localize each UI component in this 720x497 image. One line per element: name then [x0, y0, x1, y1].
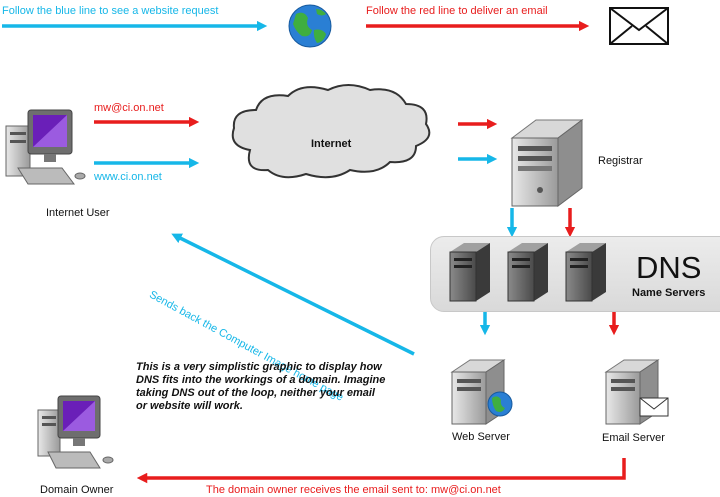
- user-email-label: mw@ci.on.net: [94, 102, 164, 114]
- legend-red-text: Follow the red line to deliver an email: [366, 5, 548, 17]
- legend-blue-text: Follow the blue line to see a website re…: [2, 5, 219, 17]
- envelope-icon: [609, 7, 669, 45]
- user-computer-icon: [5, 109, 86, 185]
- owner-computer-icon: [37, 395, 114, 469]
- internet-user-label: Internet User: [46, 207, 110, 219]
- registrar-server-icon: [510, 119, 584, 207]
- email-server-icon: [604, 359, 669, 425]
- registrar-label: Registrar: [598, 155, 643, 167]
- web-server-icon: [450, 359, 513, 425]
- internet-cloud: [231, 84, 431, 179]
- dns-subtitle: Name Servers: [632, 287, 706, 299]
- globe-icon: [288, 4, 332, 48]
- delivery-path-arrow: [136, 458, 626, 484]
- user-web-label: www.ci.on.net: [94, 171, 162, 183]
- web-server-label: Web Server: [452, 431, 510, 443]
- dns-title: DNS: [636, 250, 702, 285]
- internet-label: Internet: [311, 138, 352, 150]
- email-server-label: Email Server: [602, 432, 665, 444]
- delivery-label: The domain owner receives the email sent…: [206, 484, 501, 496]
- explanation-note: This is a very simplistic graphic to dis…: [136, 361, 386, 412]
- domain-owner-label: Domain Owner: [40, 484, 114, 496]
- return-path-arrow: [171, 233, 415, 356]
